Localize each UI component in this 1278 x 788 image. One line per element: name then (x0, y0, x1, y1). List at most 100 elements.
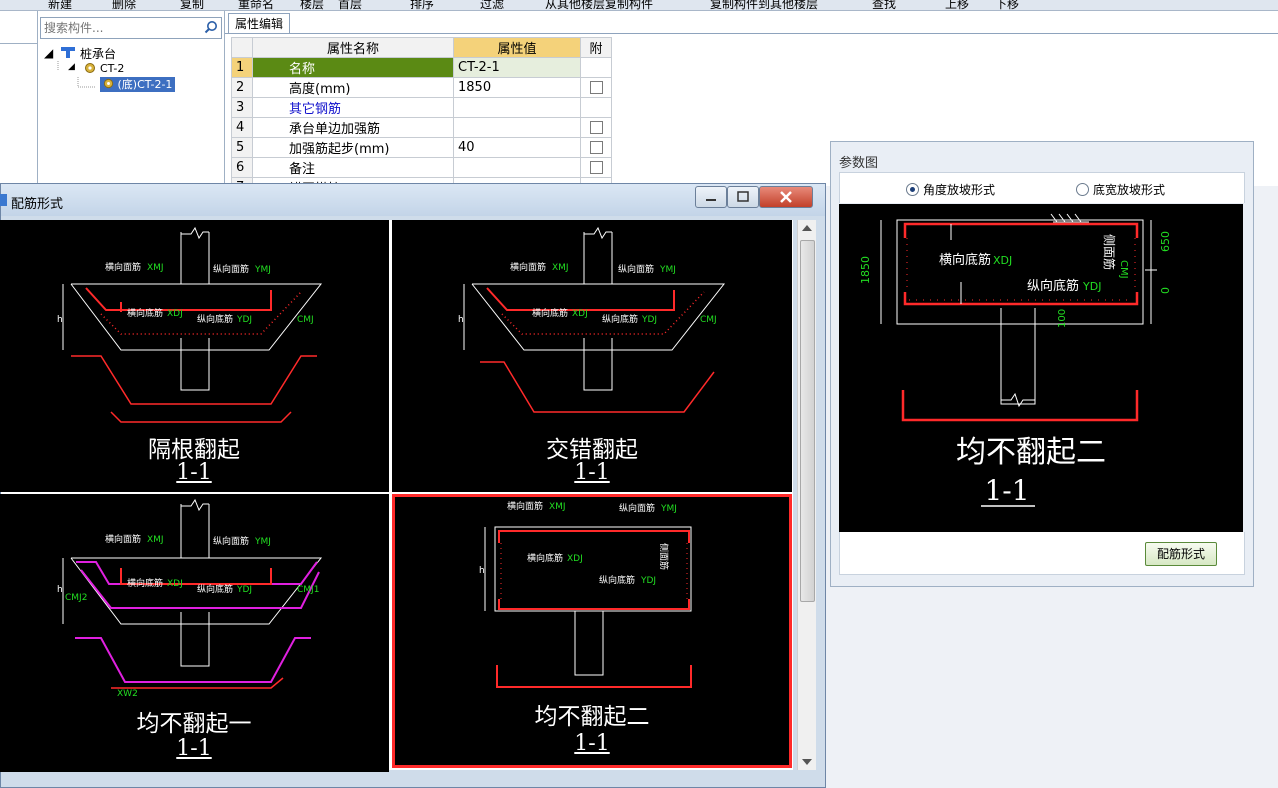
label-ydj-code: YDJ (1082, 280, 1101, 293)
svg-text:纵向面筋: 纵向面筋 (618, 263, 654, 275)
option-section: 1-1 (574, 460, 610, 485)
table-row[interactable]: 1 名称 CT-2-1 (231, 57, 612, 78)
toolbar-move-down[interactable]: 下移 (995, 0, 1020, 11)
dim-100: 100 (1057, 309, 1068, 328)
tree-collapse-icon[interactable]: ◢ (68, 62, 75, 72)
toolbar-delete[interactable]: 删除 (112, 0, 137, 11)
svg-text:纵向面筋: 纵向面筋 (619, 502, 655, 514)
dim-top: 650 (1159, 231, 1172, 252)
rebar-form-dialog: 配筋形式 (0, 183, 826, 788)
toolbar-move-up[interactable]: 上移 (945, 0, 970, 11)
toolbar-new[interactable]: 新建 (48, 0, 73, 11)
svg-text:横向面筋: 横向面筋 (105, 261, 141, 273)
toolbar-copy-to-floor[interactable]: 复制构件到其他楼层 (710, 0, 819, 11)
radio-selected-icon (906, 183, 919, 196)
option-caption: 交错翻起 (546, 437, 638, 463)
attach-checkbox[interactable] (589, 141, 603, 154)
left-nav-divider (0, 43, 37, 44)
option-caption: 均不翻起一 (136, 711, 252, 737)
svg-text:纵向底筋: 纵向底筋 (602, 313, 638, 325)
tree-node-root[interactable]: 桩承台 (80, 47, 117, 61)
tree-lines (57, 61, 96, 88)
toolbar-rename[interactable]: 重命名 (238, 0, 275, 11)
param-section: 1-1 (984, 474, 1029, 507)
rebar-option-3[interactable]: 横向面筋 XMJ 纵向面筋 YMJ 横向底筋 XDJ 纵向底筋 YDJ CMJ1… (0, 494, 389, 772)
svg-text:CMJ2: CMJ2 (65, 593, 87, 603)
svg-text:h: h (458, 315, 464, 325)
rebar-diagram-4: 横向面筋 XMJ 纵向面筋 YMJ 横向底筋 XDJ 纵向底筋 YDJ 侧面筋 … (479, 500, 692, 688)
table-row[interactable]: 3 其它钢筋 (231, 97, 612, 118)
svg-text:h: h (57, 315, 63, 325)
rebar-form-button[interactable]: 配筋形式 (1145, 542, 1217, 566)
rebar-form-gallery: 横向面筋 XMJ 纵向面筋 YMJ 横向底筋 XDJ 纵向底筋 YDJ CMJ … (0, 220, 793, 772)
table-row[interactable]: 6 备注 (231, 157, 612, 178)
rebar-option-1[interactable]: 横向面筋 XMJ 纵向面筋 YMJ 横向底筋 XDJ 纵向底筋 YDJ CMJ … (0, 220, 389, 492)
svg-text:YMJ: YMJ (254, 265, 271, 275)
svg-text:XW2: XW2 (117, 689, 138, 699)
toolbar-copy[interactable]: 复制 (180, 0, 205, 11)
search-box[interactable] (40, 17, 222, 39)
tree-collapse-icon[interactable]: ◢ (44, 46, 54, 60)
toolbar-find[interactable]: 查找 (872, 0, 897, 11)
radio-unselected-icon (1076, 183, 1089, 196)
tree-node-ct2-1[interactable]: (底)CT-2-1 (100, 77, 176, 92)
table-header: 属性名称 属性值 附 (231, 37, 612, 58)
minimize-icon (706, 199, 716, 201)
tree-node-label: (底)CT-2-1 (117, 78, 173, 91)
svg-text:h: h (479, 566, 485, 576)
svg-text:YDJ: YDJ (236, 315, 252, 325)
gallery-scrollbar[interactable] (797, 220, 816, 770)
toolbar-copy-from-floor[interactable]: 从其他楼层复制构件 (545, 0, 654, 11)
svg-text:CMJ: CMJ (700, 315, 717, 325)
toolbar-floor-select[interactable]: 首层 (338, 0, 363, 11)
search-icon[interactable] (204, 20, 218, 34)
toolbar-filter[interactable]: 过滤 (480, 0, 505, 11)
attach-checkbox[interactable] (589, 161, 603, 174)
svg-text:YMJ: YMJ (254, 537, 271, 547)
toolbar-sort[interactable]: 排序 (410, 0, 435, 11)
svg-text:横向面筋: 横向面筋 (105, 533, 141, 545)
table-row[interactable]: 4 承台单边加强筋 (231, 117, 612, 138)
gear-icon (85, 63, 95, 73)
scrollbar-thumb[interactable] (800, 240, 815, 602)
radio-width-slope[interactable]: 底宽放坡形式 (1076, 181, 1165, 198)
option-section: 1-1 (176, 460, 212, 485)
svg-text:横向底筋: 横向底筋 (127, 307, 163, 319)
scroll-up-icon[interactable] (801, 224, 813, 232)
tab-property-edit[interactable]: 属性编辑 (228, 13, 291, 34)
header-extra: 附 (580, 37, 612, 58)
attach-checkbox[interactable] (589, 121, 603, 134)
attach-checkbox[interactable] (589, 81, 603, 94)
rebar-option-4[interactable]: 横向面筋 XMJ 纵向面筋 YMJ 横向底筋 XDJ 纵向底筋 YDJ 侧面筋 … (392, 494, 792, 768)
search-input[interactable] (41, 18, 196, 38)
rebar-diagram-3: 横向面筋 XMJ 纵向面筋 YMJ 横向底筋 XDJ 纵向底筋 YDJ CMJ1… (57, 498, 323, 699)
option-caption: 均不翻起二 (534, 704, 650, 730)
header-value: 属性值 (453, 37, 581, 58)
dim-height: 1850 (859, 256, 872, 284)
gear-icon (103, 78, 114, 89)
svg-text:纵向面筋: 纵向面筋 (213, 535, 249, 547)
scroll-down-icon[interactable] (801, 758, 813, 766)
svg-text:纵向底筋: 纵向底筋 (599, 574, 635, 586)
tree-node-ct2[interactable]: CT-2 (100, 62, 125, 75)
svg-text:XMJ: XMJ (147, 535, 164, 545)
maximize-button[interactable] (727, 186, 759, 208)
svg-text:横向底筋: 横向底筋 (532, 307, 568, 319)
app-icon (0, 194, 7, 206)
table-row[interactable]: 5 加强筋起步(mm) 40 (231, 137, 612, 158)
svg-text:侧面筋: 侧面筋 (658, 543, 670, 570)
close-button[interactable] (759, 186, 813, 208)
option-section: 1-1 (574, 731, 610, 756)
dialog-title: 配筋形式 (11, 197, 64, 212)
radio-angle-slope[interactable]: 角度放坡形式 (906, 181, 995, 198)
header-num (231, 37, 253, 58)
svg-text:YMJ: YMJ (659, 265, 676, 275)
svg-text:横向面筋: 横向面筋 (507, 500, 543, 512)
tab-divider (225, 33, 1278, 34)
dialog-titlebar[interactable]: 配筋形式 (0, 184, 825, 216)
svg-text:横向底筋: 横向底筋 (527, 552, 563, 564)
rebar-option-2[interactable]: 横向面筋 XMJ 纵向面筋 YMJ 横向底筋 XDJ 纵向底筋 YDJ CMJ … (392, 220, 792, 492)
top-toolbar: 新建 删除 复制 重命名 楼层 首层 排序 过滤 从其他楼层复制构件 复制构件到… (0, 0, 1278, 11)
table-row[interactable]: 2 高度(mm) 1850 (231, 77, 612, 98)
minimize-button[interactable] (695, 186, 727, 208)
